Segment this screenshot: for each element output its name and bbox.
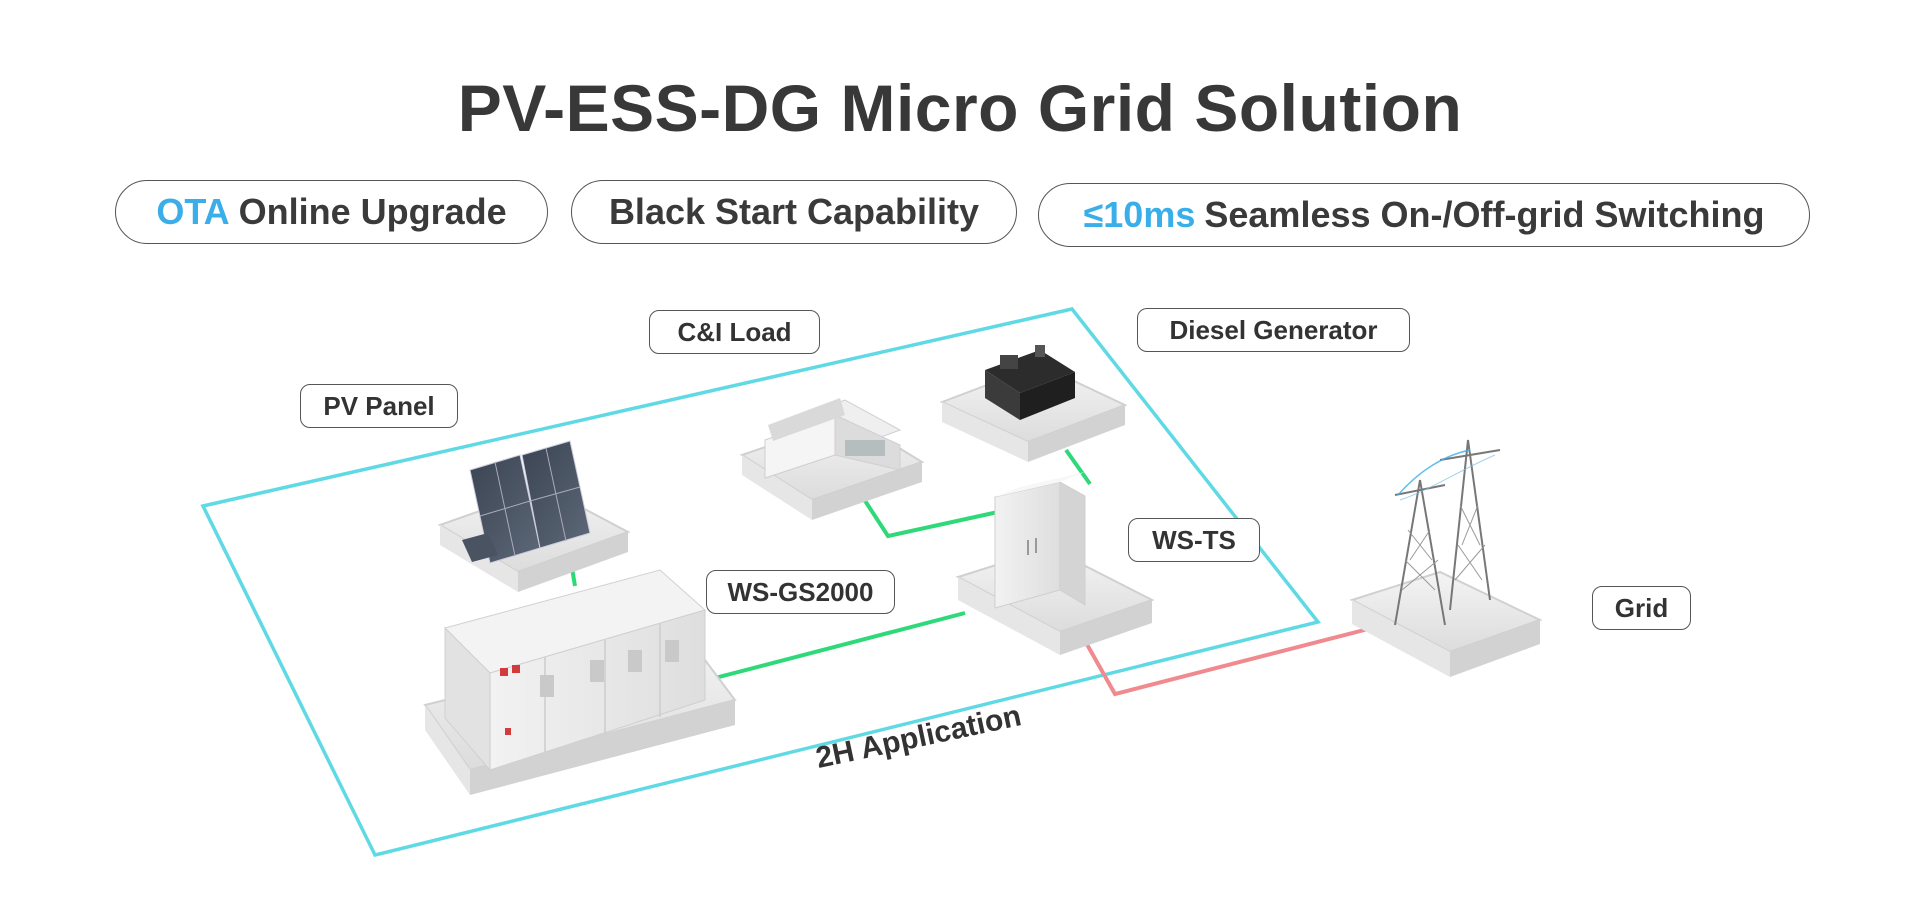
application-boundary	[200, 307, 1322, 858]
feature-pill-black-start: Black Start Capability	[571, 180, 1017, 244]
connection-gs2000-to-wsts	[714, 611, 966, 680]
label-diesel-generator: Diesel Generator	[1137, 308, 1410, 352]
label-ws-ts: WS-TS	[1128, 518, 1260, 562]
feature-text: Black Start Capability	[608, 191, 980, 232]
energy-storage-cabinet-icon	[423, 569, 737, 795]
solar-panel-icon	[437, 440, 631, 592]
feature-highlight: OTA	[156, 191, 230, 232]
label-pv-panel: PV Panel	[300, 384, 458, 428]
page-title: PV-ESS-DG Micro Grid Solution	[457, 71, 1463, 145]
connection-load-to-wsts	[856, 488, 999, 539]
feature-text: Seamless On-/Off-grid Switching	[1204, 194, 1765, 235]
feature-highlight: ≤10ms	[1083, 194, 1196, 235]
diesel-generator-icon	[939, 345, 1128, 462]
transfer-switch-cabinet-icon	[955, 472, 1155, 655]
building-icon	[739, 398, 925, 520]
feature-pill-ota: OTA Online Upgrade	[115, 180, 548, 244]
label-ws-gs2000: WS-GS2000	[706, 570, 895, 614]
connection-wsts-to-grid	[1078, 626, 1373, 697]
power-tower-icon	[1349, 439, 1543, 677]
label-grid: Grid	[1592, 586, 1691, 630]
feature-pill-switching: ≤10ms Seamless On-/Off-grid Switching	[1038, 183, 1810, 247]
label-ci-load: C&I Load	[649, 310, 820, 354]
feature-text: Online Upgrade	[238, 191, 507, 232]
connection-dg-to-wsts	[1064, 448, 1092, 486]
